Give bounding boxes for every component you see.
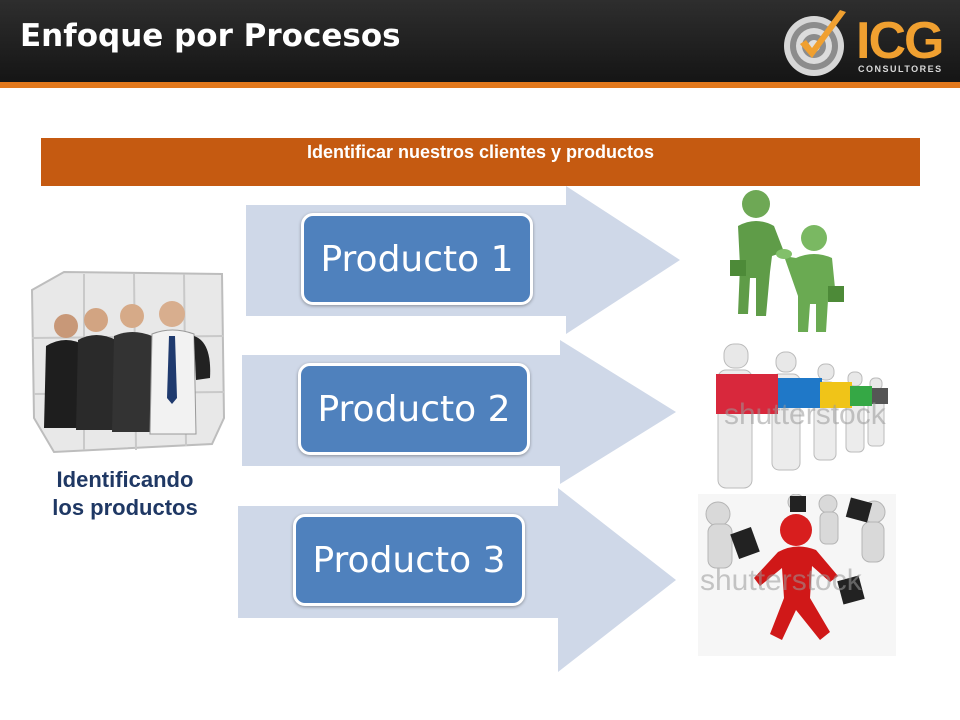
- page-title: Enfoque por Procesos: [20, 18, 401, 54]
- puzzle-figures-image: shutterstock: [716, 343, 888, 489]
- product-3-box: Producto 3: [293, 514, 525, 606]
- handshake-icon: [730, 190, 844, 332]
- icg-logo: ICG: [784, 10, 944, 76]
- side-label-line1: Identificando: [56, 467, 194, 492]
- handshake-figures-image: [730, 190, 844, 332]
- side-label: Identificando los productos: [20, 466, 230, 522]
- banner-text: Identificar nuestros clientes y producto…: [306, 142, 655, 162]
- product-2-label: Producto 2: [317, 388, 511, 430]
- product-3-label: Producto 3: [312, 539, 506, 581]
- red-runner-icon: [705, 494, 886, 640]
- logo-text: ICG: [856, 12, 942, 70]
- puzzle-people-icon: [716, 343, 888, 489]
- product-1-box: Producto 1: [301, 213, 533, 305]
- business-people-icon: [44, 301, 211, 435]
- logo-subtitle: CONSULTORES: [858, 64, 943, 74]
- product-2-box: Producto 2: [298, 363, 530, 455]
- header-accent-line: [0, 82, 960, 88]
- side-label-line2: los productos: [52, 495, 198, 520]
- banner: Identificar nuestros clientes y producto…: [41, 138, 920, 186]
- watermark-2: shutterstock: [700, 564, 863, 597]
- business-people-cube-image: [30, 270, 226, 454]
- logo-target-icon: [784, 10, 846, 76]
- product-1-label: Producto 1: [320, 238, 514, 280]
- red-leader-image: shutterstock: [698, 494, 896, 656]
- watermark-1: shutterstock: [724, 398, 887, 431]
